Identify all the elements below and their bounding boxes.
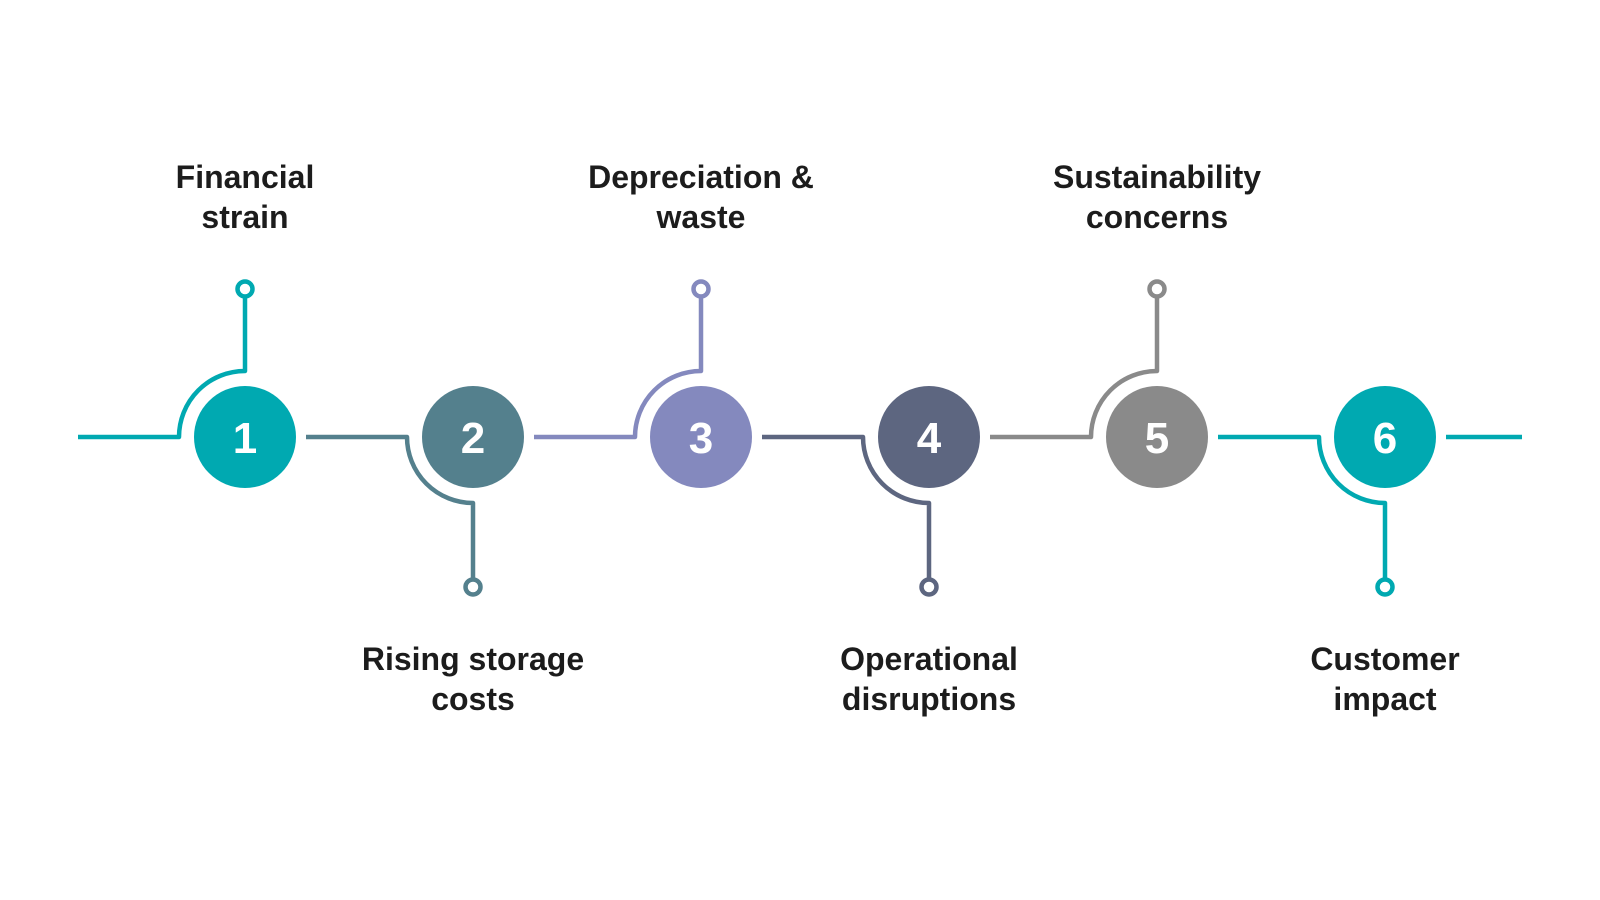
- node-number-6: 6: [1373, 414, 1397, 463]
- node-connector-2: [306, 434, 476, 580]
- node-label-3: Depreciation &waste: [588, 159, 814, 235]
- node-terminal-ring-1: [235, 279, 255, 299]
- node-connector-6: [1218, 434, 1388, 580]
- node-circle-2: [422, 386, 524, 488]
- node-number-4: 4: [917, 414, 942, 463]
- node-circle-4: [878, 386, 980, 488]
- node-circle-3: [650, 386, 752, 488]
- node-circle-5: [1106, 386, 1208, 488]
- node-terminal-ring-4: [919, 577, 939, 597]
- node-connector-1: [78, 296, 248, 440]
- node-connector-4: [762, 434, 932, 580]
- node-terminal-ring-6: [1375, 577, 1395, 597]
- node-number-5: 5: [1145, 414, 1169, 463]
- node-connector-5: [990, 296, 1160, 440]
- node-number-3: 3: [689, 414, 713, 463]
- node-terminal-ring-3: [691, 279, 711, 299]
- node-circle-6: [1334, 386, 1436, 488]
- node-circle-1: [194, 386, 296, 488]
- timeline-node-3: 3 Depreciation &waste: [534, 159, 814, 488]
- node-terminal-ring-5: [1147, 279, 1167, 299]
- node-terminal-ring-2: [463, 577, 483, 597]
- node-number-1: 1: [233, 414, 257, 463]
- node-number-2: 2: [461, 414, 485, 463]
- node-connector-3: [534, 296, 704, 440]
